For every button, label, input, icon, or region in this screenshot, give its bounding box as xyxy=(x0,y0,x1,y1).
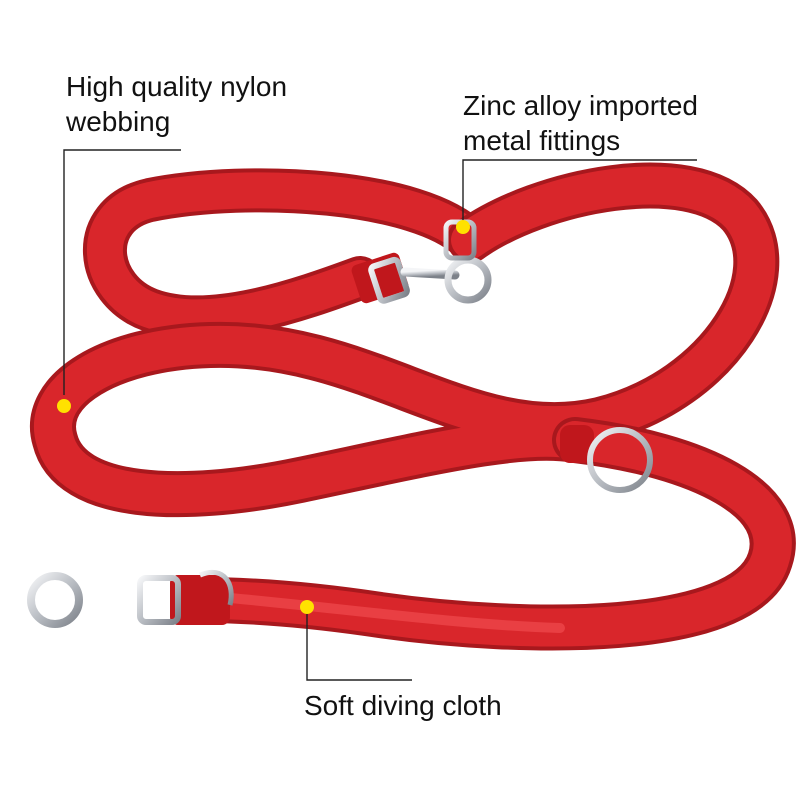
middle-o-ring xyxy=(560,425,653,493)
right-loop-strap xyxy=(30,162,780,518)
nylon-annotation: High quality nylon webbing xyxy=(66,69,287,139)
zinc-marker-dot xyxy=(456,220,470,234)
cloth-marker-dot xyxy=(300,600,314,614)
nylon-annotation-line1: High quality nylon xyxy=(66,71,288,102)
zinc-annotation: Zinc alloy imported metal fittings xyxy=(463,88,698,158)
nylon-annotation-line2: webbing xyxy=(66,106,171,137)
cloth-annotation: Soft diving cloth xyxy=(304,690,502,721)
nylon-marker-dot xyxy=(57,399,71,413)
zinc-annotation-line1: Zinc alloy imported xyxy=(463,90,698,121)
leader-lines xyxy=(63,149,697,681)
lower-snap-hook xyxy=(27,569,234,628)
upper-loop-strap xyxy=(82,168,492,340)
zinc-annotation-line2: metal fittings xyxy=(463,125,621,156)
